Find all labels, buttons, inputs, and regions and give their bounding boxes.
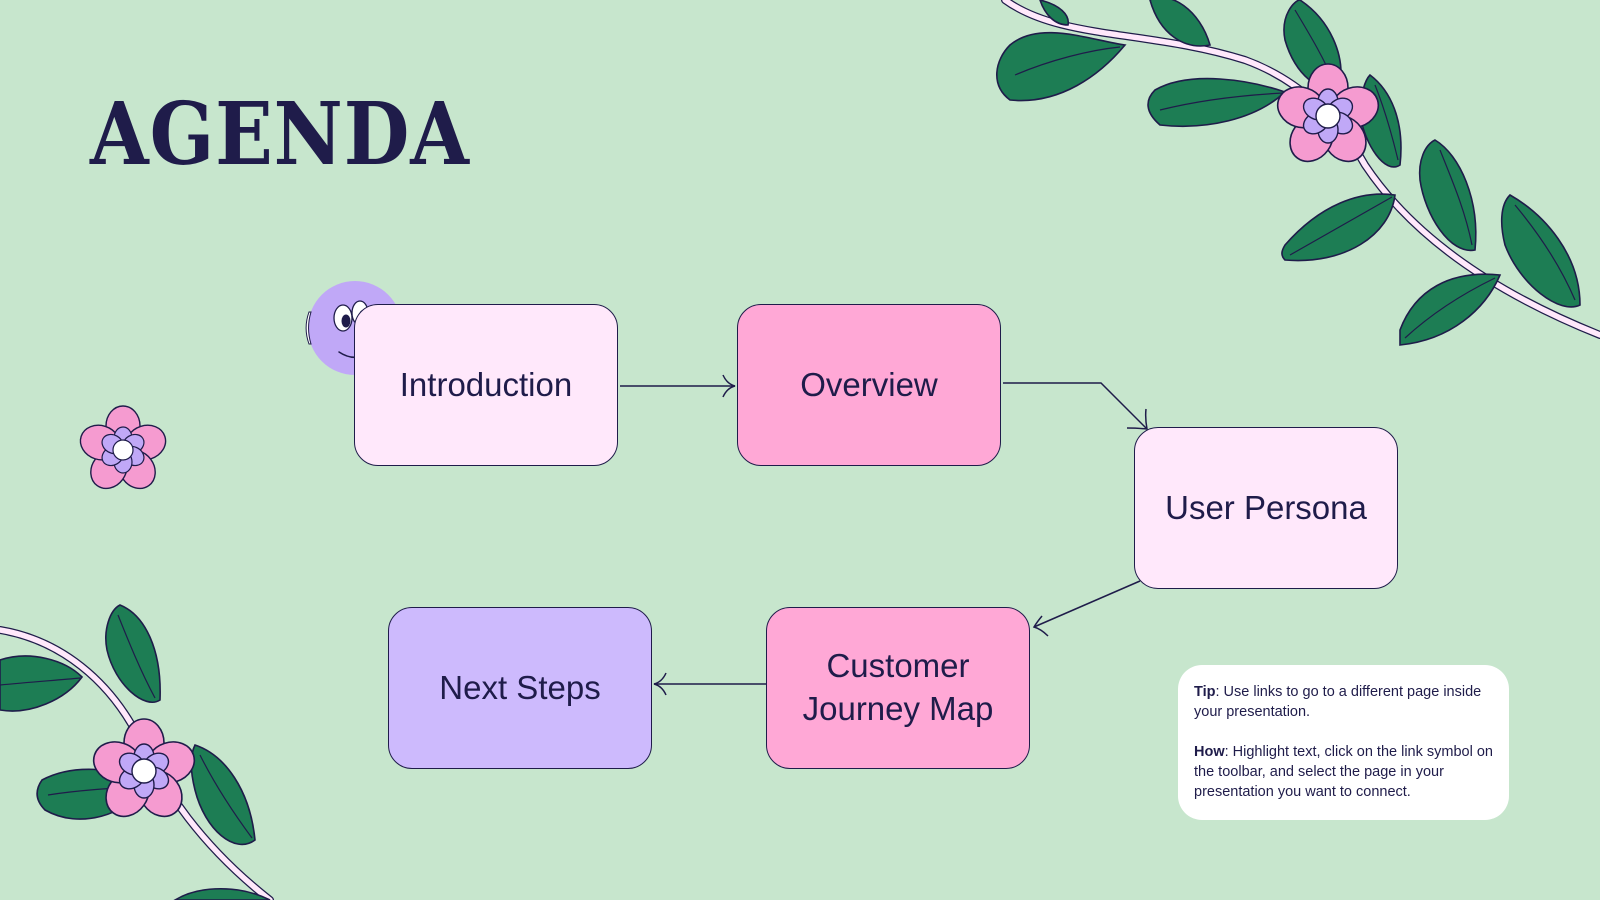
- arrowhead-journey: [1032, 615, 1049, 637]
- how-text: : Highlight text, click on the link symb…: [1194, 744, 1493, 800]
- tip-text: : Use links to go to a different page in…: [1194, 684, 1482, 720]
- page-title: AGENDA: [90, 84, 470, 185]
- connectors: [620, 374, 1148, 696]
- arrowhead-overview: [722, 374, 736, 398]
- flower-icon-left: [79, 405, 167, 490]
- tip-box: Tip: Use links to go to a different page…: [1178, 665, 1509, 820]
- tip-paragraph: Tip: Use links to go to a different page…: [1194, 682, 1493, 722]
- tip-label: Tip: [1194, 684, 1216, 700]
- node-next-steps[interactable]: Next Steps: [388, 607, 652, 769]
- how-label: How: [1194, 744, 1225, 760]
- flower-icon-top-right: [1276, 63, 1380, 163]
- vine-top-right-decoration: [996, 0, 1600, 346]
- how-paragraph: How: Highlight text, click on the link s…: [1194, 742, 1493, 802]
- node-user-persona[interactable]: User Persona: [1134, 427, 1398, 589]
- node-customer-journey-map[interactable]: Customer Journey Map: [766, 607, 1030, 769]
- flower-icon-bottom-left: [92, 718, 196, 818]
- connector-persona-to-journey: [1033, 580, 1141, 628]
- arrowhead-next: [653, 672, 667, 696]
- node-overview[interactable]: Overview: [737, 304, 1001, 466]
- node-introduction[interactable]: Introduction: [354, 304, 618, 466]
- connector-overview-to-persona: [1003, 382, 1148, 430]
